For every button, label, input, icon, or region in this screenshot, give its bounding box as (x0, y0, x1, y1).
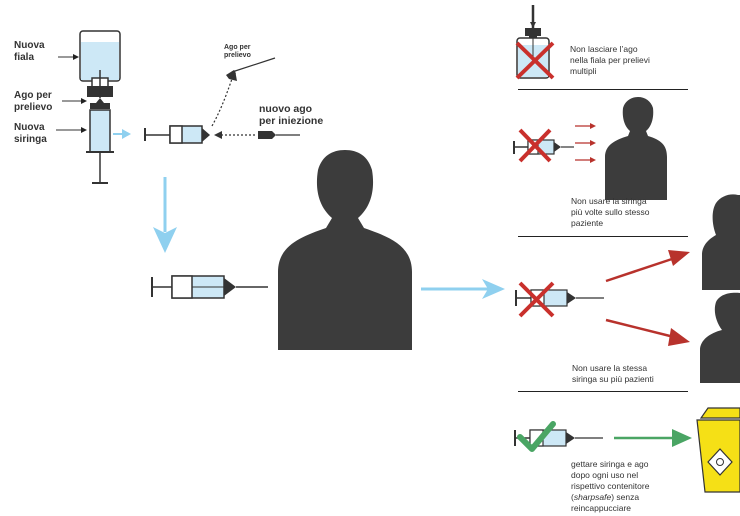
rule-line: multipli (570, 66, 597, 76)
rule2-cross-icon (518, 128, 552, 163)
rule-line: gettare siringa e ago (571, 459, 649, 469)
label-line: Ago per (224, 44, 251, 51)
sharpsafe-term: sharpsafe (573, 492, 612, 502)
biohazard-icon (707, 448, 733, 476)
rule3-red-arrow-down (605, 318, 690, 346)
divider (518, 391, 688, 392)
horizontal-syringe-top (144, 125, 210, 144)
dashed-arrow-remove (211, 75, 234, 127)
arrow-down-blue-head (153, 227, 177, 253)
horizontal-syringe-middle (151, 275, 268, 299)
rule3-patient-male-silhouette (700, 292, 740, 383)
label-line: siringa (14, 134, 47, 145)
patient-silhouette-large (278, 150, 412, 350)
rule-line: paziente (571, 218, 604, 228)
rule-line: (sharpsafe) senza (571, 492, 640, 502)
rule-line: rispettivo contenitore (571, 481, 650, 491)
rule3-red-arrow-up (605, 250, 690, 283)
rule4-green-arrow (614, 429, 692, 447)
removed-needle (226, 57, 276, 79)
label-ago-prelievo-small: Ago per prelievo (224, 44, 251, 60)
label-line: Nuova (14, 40, 45, 51)
sharps-bin-icon (696, 407, 740, 493)
rule-line: Non lasciare l’ago (570, 44, 638, 54)
rule1-text: Non lasciare l’ago nella fiala per preli… (570, 44, 650, 77)
label-line: prelievo (224, 52, 251, 59)
rule-line: Non usare la siringa (571, 196, 647, 206)
rule3-patient-female-silhouette (702, 194, 740, 290)
rule-line: siringa su più pazienti (572, 374, 654, 384)
rule-line: Non usare la stessa (572, 363, 648, 373)
label-line: prelievo (14, 102, 53, 113)
needle-hub (96, 98, 104, 103)
vertical-syringe (86, 103, 114, 184)
rule3-cross-icon (518, 281, 555, 318)
rule-line: reincappucciare (571, 503, 632, 513)
rule-line: nella fiala per prelievi (570, 55, 650, 65)
divider (518, 236, 688, 237)
rule-line-after: senza (616, 492, 640, 502)
dashed-arrow-new-head (214, 131, 222, 139)
arrow-right-blue-head (482, 279, 505, 299)
rule3-text: Non usare la stessa siringa su più pazie… (572, 363, 654, 385)
label-line: nuovo ago (259, 103, 313, 115)
label-nuova-siringa: Nuova siringa (14, 122, 47, 146)
label-line: Nuova (14, 122, 45, 133)
label-nuovo-ago-iniezione: nuovo ago per iniezione (259, 103, 323, 127)
rule-line: dopo ogni uso nel (571, 470, 639, 480)
label-nuova-fiala: Nuova fiala (14, 40, 45, 64)
rule2-red-arrows (575, 123, 596, 163)
arrow-small-blue-head (122, 129, 131, 139)
divider (518, 89, 688, 90)
rule2-patient-silhouette (605, 97, 667, 200)
rule-line: più volte sullo stesso (571, 207, 650, 217)
label-line: Ago per (14, 90, 52, 101)
label-line: fiala (14, 52, 35, 63)
label-line: per iniezione (259, 115, 324, 127)
label-ago-prelievo: Ago per prelievo (14, 90, 52, 114)
check-icon (517, 421, 556, 452)
rule1-cross-icon (515, 41, 555, 80)
rule2-text: Non usare la siringa più volte sullo ste… (571, 196, 649, 229)
new-needle (258, 131, 300, 139)
rule2-syringe-icon (513, 139, 574, 155)
rule4-text: gettare siringa e ago dopo ogni uso nel … (571, 459, 649, 514)
